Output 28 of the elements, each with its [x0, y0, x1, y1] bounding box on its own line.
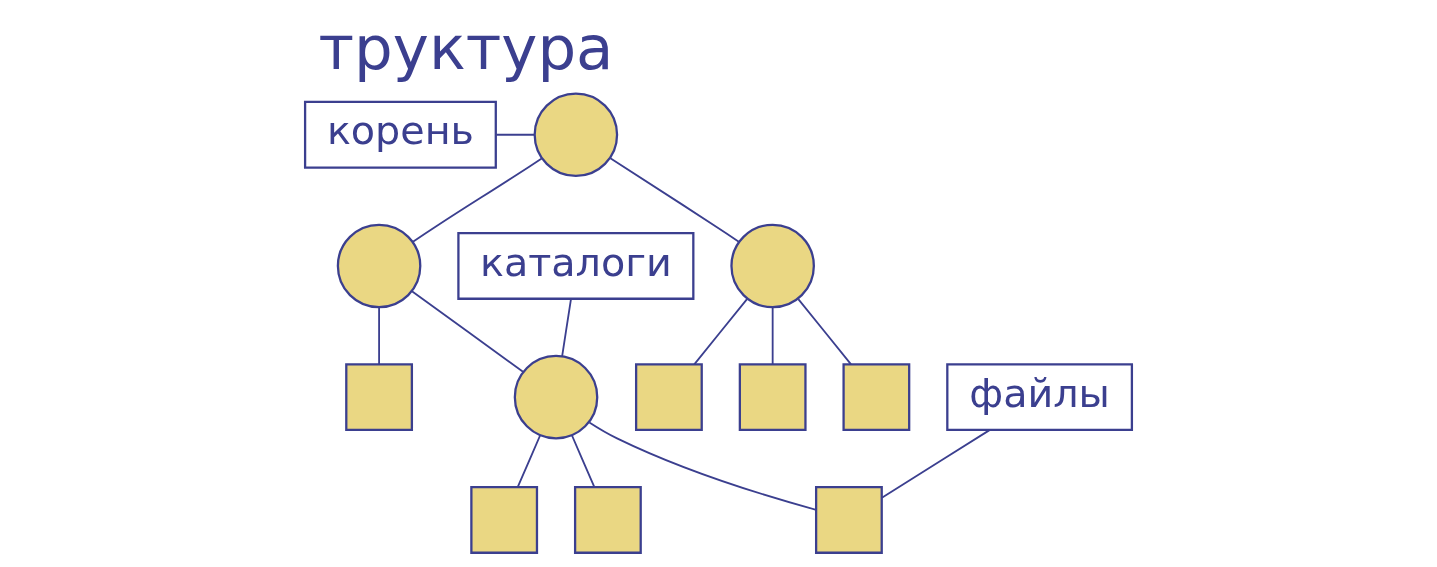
connector: [771, 306, 774, 366]
node-box: [573, 486, 642, 554]
node-circle: [533, 92, 619, 178]
connector: [588, 421, 817, 511]
node-circle: [336, 223, 422, 309]
node-box: корень: [303, 100, 497, 169]
node-box: [842, 363, 911, 432]
connector: [570, 434, 596, 488]
node-box: каталоги: [457, 232, 695, 300]
node-circle: [730, 223, 815, 309]
connector: [411, 290, 525, 373]
node-box: файлы: [946, 363, 1134, 432]
node-box: [345, 363, 414, 432]
connector: [609, 157, 740, 243]
connector: [693, 298, 748, 366]
connector: [378, 306, 380, 366]
node-box: [470, 486, 539, 554]
node-box: [815, 486, 883, 554]
connector: [495, 133, 536, 136]
connector: [412, 157, 543, 243]
connector: [561, 298, 572, 357]
node-box: [635, 363, 703, 432]
connector: [797, 298, 852, 366]
node-box: [738, 363, 807, 432]
connector: [881, 429, 991, 499]
diagram-title: труктура: [318, 12, 614, 84]
node-circle: [513, 354, 599, 440]
connector: [516, 434, 542, 488]
